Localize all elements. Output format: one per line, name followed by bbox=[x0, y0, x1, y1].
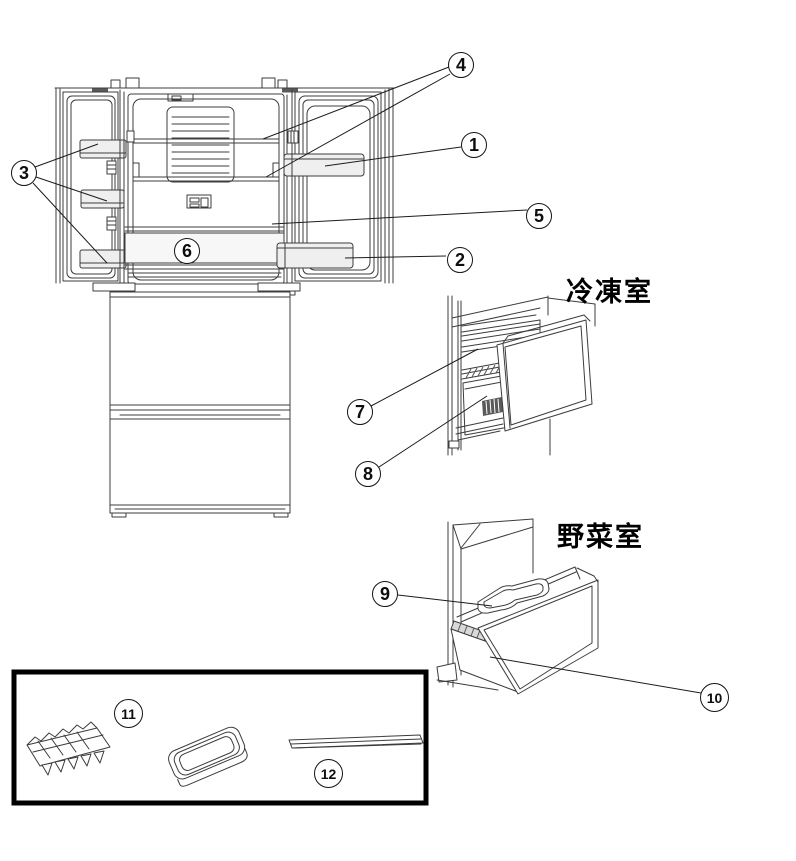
callout-2: 2 bbox=[447, 247, 473, 273]
callout-10: 10 bbox=[700, 683, 729, 712]
callout-1: 1 bbox=[461, 132, 487, 158]
vegetable-section-label: 野菜室 bbox=[557, 522, 644, 552]
freezer-drawer-cutaway bbox=[447, 295, 596, 456]
right-door bbox=[276, 87, 394, 284]
callout-6: 6 bbox=[174, 238, 200, 264]
vegetable-drawer-front bbox=[477, 567, 599, 695]
right-door-pocket-top bbox=[283, 153, 365, 177]
callout-12: 12 bbox=[314, 759, 343, 788]
callout-8: 8 bbox=[355, 461, 381, 487]
leader-2 bbox=[344, 255, 447, 259]
leader-3a bbox=[34, 143, 99, 168]
leader-7 bbox=[370, 348, 479, 407]
accessories-box-border bbox=[11, 669, 429, 806]
ice-cube-tray bbox=[26, 721, 111, 776]
leader-4a bbox=[262, 66, 450, 140]
callout-3: 3 bbox=[11, 160, 37, 186]
leader-4b bbox=[265, 73, 451, 178]
fridge-lower-cabinet bbox=[109, 291, 291, 518]
callout-11: 11 bbox=[114, 699, 143, 728]
leader-8 bbox=[378, 395, 488, 468]
vegetable-inner-tray bbox=[477, 578, 550, 614]
left-door bbox=[55, 87, 127, 284]
leader-10 bbox=[489, 656, 702, 694]
callout-4: 4 bbox=[448, 52, 474, 78]
icemaker-control-panel bbox=[186, 194, 212, 209]
air-duct-panel bbox=[166, 106, 235, 183]
accessories-box bbox=[11, 669, 429, 806]
leader-1 bbox=[324, 146, 462, 167]
shelves bbox=[132, 138, 280, 182]
flat-strip-part bbox=[288, 734, 424, 749]
open-fridge-front-view bbox=[54, 77, 396, 296]
ice-storage-box bbox=[168, 726, 248, 787]
leader-5 bbox=[271, 209, 528, 225]
leader-lines bbox=[32, 66, 702, 694]
leader-3b bbox=[35, 176, 108, 202]
callout-5: 5 bbox=[526, 203, 552, 229]
left-door-pocket-top bbox=[79, 139, 127, 159]
callout-9: 9 bbox=[372, 581, 398, 607]
cabinet-interior bbox=[119, 89, 285, 286]
leader-9 bbox=[397, 594, 493, 607]
freezer-case bbox=[462, 374, 510, 436]
right-door-pocket-bottom bbox=[276, 242, 354, 269]
bottom-case bbox=[124, 226, 285, 278]
vegetable-drawer-cutaway bbox=[436, 518, 599, 695]
callout-7: 7 bbox=[347, 399, 373, 425]
freezer-drawer-front bbox=[496, 314, 593, 432]
freezer-section-label: 冷凍室 bbox=[566, 277, 653, 307]
leader-3c bbox=[32, 182, 108, 264]
